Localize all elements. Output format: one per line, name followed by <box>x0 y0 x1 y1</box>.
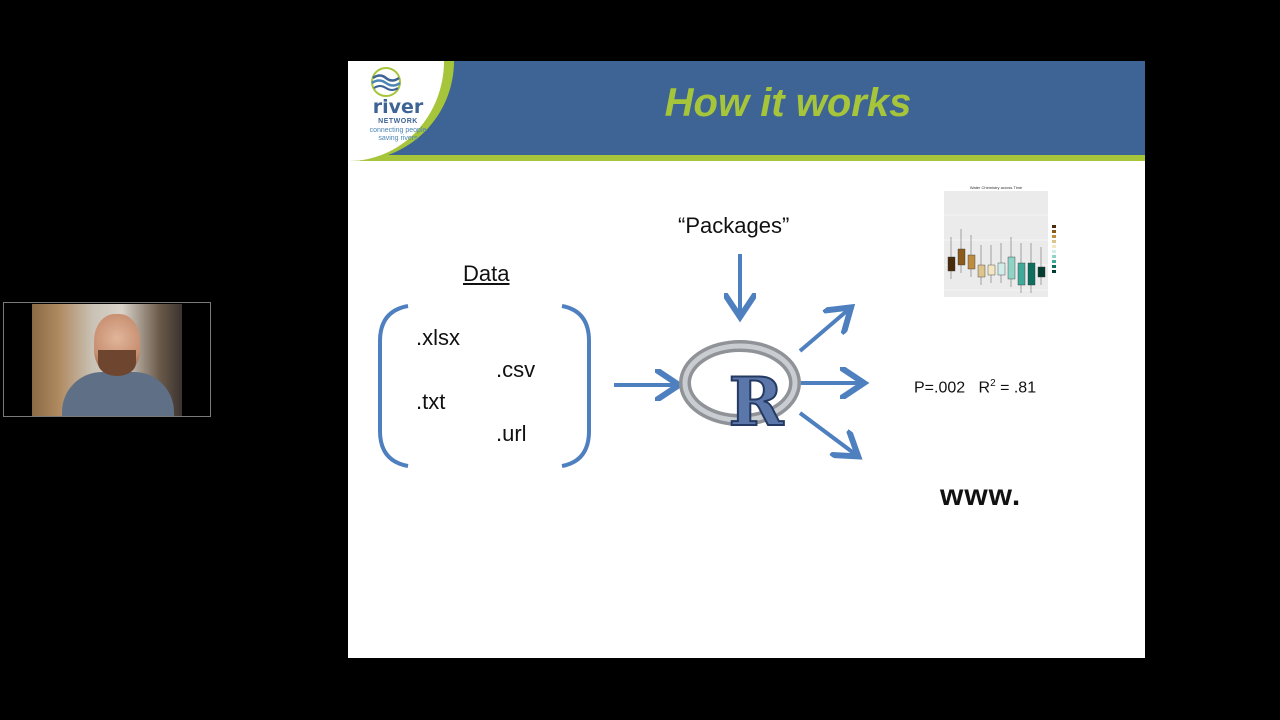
boxplot-box <box>1027 262 1036 286</box>
logo-tagline: connecting people saving rivers <box>356 127 440 143</box>
webcam-person-body <box>62 372 174 416</box>
arrow-icon <box>798 411 855 454</box>
boxplot-box <box>997 262 1006 276</box>
r-logo-icon: R <box>679 340 801 442</box>
legend <box>1052 225 1056 273</box>
boxplot-box <box>957 248 966 266</box>
www-label: www. <box>940 479 1022 512</box>
right-bracket-icon <box>561 304 591 468</box>
slide-graphics: R <box>378 254 1145 468</box>
logo-name: river <box>372 96 424 118</box>
r-logo-letter: R <box>729 363 785 441</box>
arrow-icon <box>798 310 848 353</box>
boxplot-box <box>947 256 956 272</box>
logo-tagline-line-2: saving rivers <box>378 135 418 142</box>
webcam-tile[interactable] <box>3 302 211 417</box>
boxplot-box <box>967 254 976 270</box>
file-type-txt: .txt <box>416 389 446 414</box>
packages-label: “Packages” <box>678 213 790 238</box>
webcam-person-beard <box>98 350 136 376</box>
slide-header-bar <box>348 61 1145 155</box>
left-bracket-icon <box>378 304 409 468</box>
logo-tagline-line-1: connecting people <box>369 127 427 134</box>
slide-header-divider <box>348 155 1145 161</box>
boxplot-box <box>1007 256 1016 280</box>
boxplot-svg: Water Chemistry across Time <box>944 185 1056 297</box>
presentation-slide: river NETWORK connecting people saving r… <box>348 61 1145 658</box>
logo-sub: NETWORK <box>378 118 418 125</box>
webcam-video <box>32 304 182 416</box>
stats-r-value: = .81 <box>995 379 1037 397</box>
file-type-xlsx: .xlsx <box>416 325 460 350</box>
boxplot-box <box>1017 262 1026 286</box>
boxplot-box <box>987 264 996 276</box>
boxplot-box <box>1037 266 1046 278</box>
stats-r-label: R <box>978 379 991 397</box>
stats-output: P=.002 R2 = .81 <box>914 378 1036 397</box>
stats-p-value: P=.002 <box>914 379 966 397</box>
stats-r-exponent: 2 <box>990 378 996 389</box>
boxplot-box <box>977 264 986 278</box>
boxplot-thumbnail: Water Chemistry across Time <box>928 185 1078 307</box>
slide-title: How it works <box>664 81 912 125</box>
river-wave-icon <box>371 67 401 97</box>
mini-chart-title: Water Chemistry across Time <box>970 185 1023 190</box>
file-type-csv: .csv <box>496 357 536 382</box>
data-label: Data <box>463 261 510 286</box>
file-type-url: .url <box>496 421 527 446</box>
